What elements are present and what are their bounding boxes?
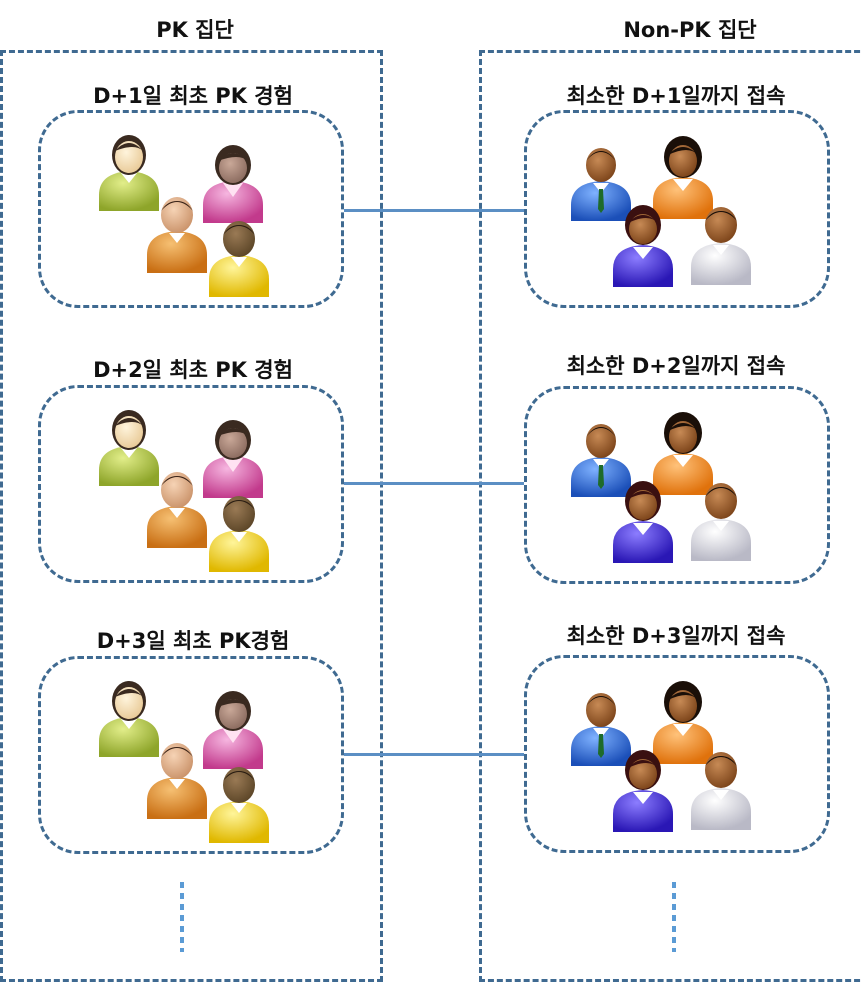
nonpk-continuation-dots [672,882,676,952]
connector-line-3 [344,753,527,756]
nonpk-group-box-1 [524,110,830,308]
pk-group-box-2 [38,385,344,583]
people-group-icon [571,136,751,287]
people-group-icon [99,135,269,297]
connector-line-1 [344,209,527,212]
pk-group-title-3: D+3일 최초 PK경험 [96,629,290,653]
nonpk-group-heading: Non-PK 집단 [623,18,757,42]
pk-group-heading: PK 집단 [156,18,234,42]
connector-line-2 [344,482,527,485]
people-group-icon [571,412,751,563]
nonpk-group-title-3: 최소한 D+3일까지 접속 [566,624,786,648]
people-group-icon [99,410,269,572]
pk-group-title-2: D+2일 최초 PK 경험 [93,358,293,382]
nonpk-group-title-2: 최소한 D+2일까지 접속 [566,354,786,378]
pk-group-box-3 [38,656,344,854]
people-group-icon [99,681,269,843]
pk-group-box-1 [38,110,344,308]
people-group-icon [571,681,751,832]
nonpk-group-box-3 [524,655,830,853]
nonpk-group-title-1: 최소한 D+1일까지 접속 [566,84,786,108]
pk-continuation-dots [180,882,184,952]
pk-group-title-1: D+1일 최초 PK 경험 [93,84,293,108]
nonpk-group-box-2 [524,386,830,584]
